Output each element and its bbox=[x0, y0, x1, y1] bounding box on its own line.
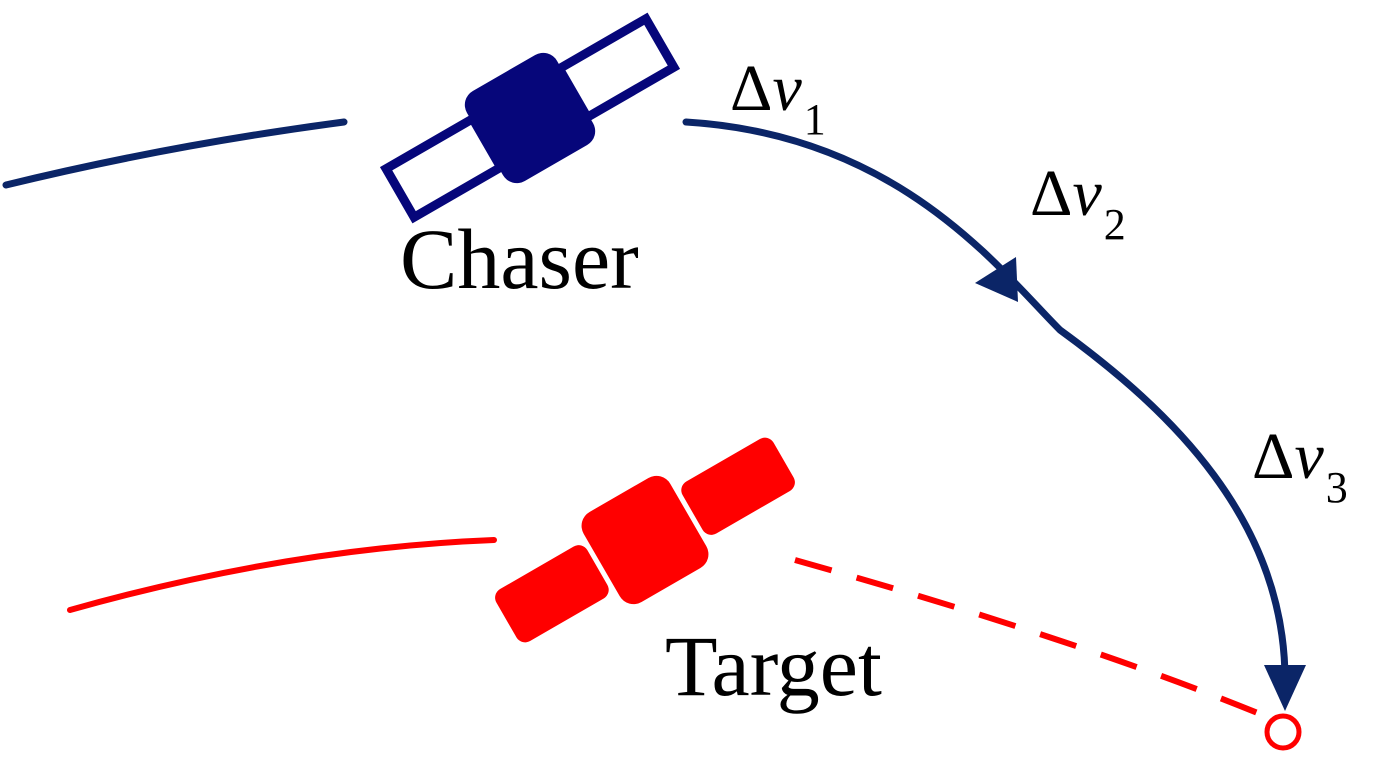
impulse-1-var: v bbox=[772, 52, 802, 125]
impulse-2-delta: Δ bbox=[1030, 157, 1072, 230]
chaser-satellite-icon bbox=[379, 12, 681, 224]
target-label: Target bbox=[665, 618, 882, 714]
impulse-2-var: v bbox=[1072, 157, 1102, 230]
impulse-1-delta: Δ bbox=[730, 52, 772, 125]
impulse-3-arrow-icon bbox=[1264, 665, 1306, 711]
target-satellite-icon bbox=[495, 437, 795, 643]
impulse-1-sub: 1 bbox=[804, 95, 826, 144]
target-orbit-dashed bbox=[794, 557, 1267, 719]
impulse-3-label: Δv3 bbox=[1252, 420, 1348, 512]
chaser-label: Chaser bbox=[400, 211, 639, 307]
chaser-orbit bbox=[2, 118, 348, 189]
target-orbit bbox=[67, 537, 497, 613]
impulse-3-var: v bbox=[1294, 420, 1324, 493]
impulse-2-label: Δv2 bbox=[1030, 157, 1126, 249]
rendezvous-point-icon bbox=[1264, 713, 1302, 751]
impulse-2-sub: 2 bbox=[1104, 200, 1126, 249]
impulse-2-arrow-icon bbox=[975, 257, 1018, 302]
transfer-trajectory bbox=[682, 118, 1289, 684]
impulse-3-sub: 3 bbox=[1326, 463, 1348, 512]
impulse-1-label: Δv1 bbox=[730, 52, 826, 144]
impulse-3-delta: Δ bbox=[1252, 420, 1294, 493]
